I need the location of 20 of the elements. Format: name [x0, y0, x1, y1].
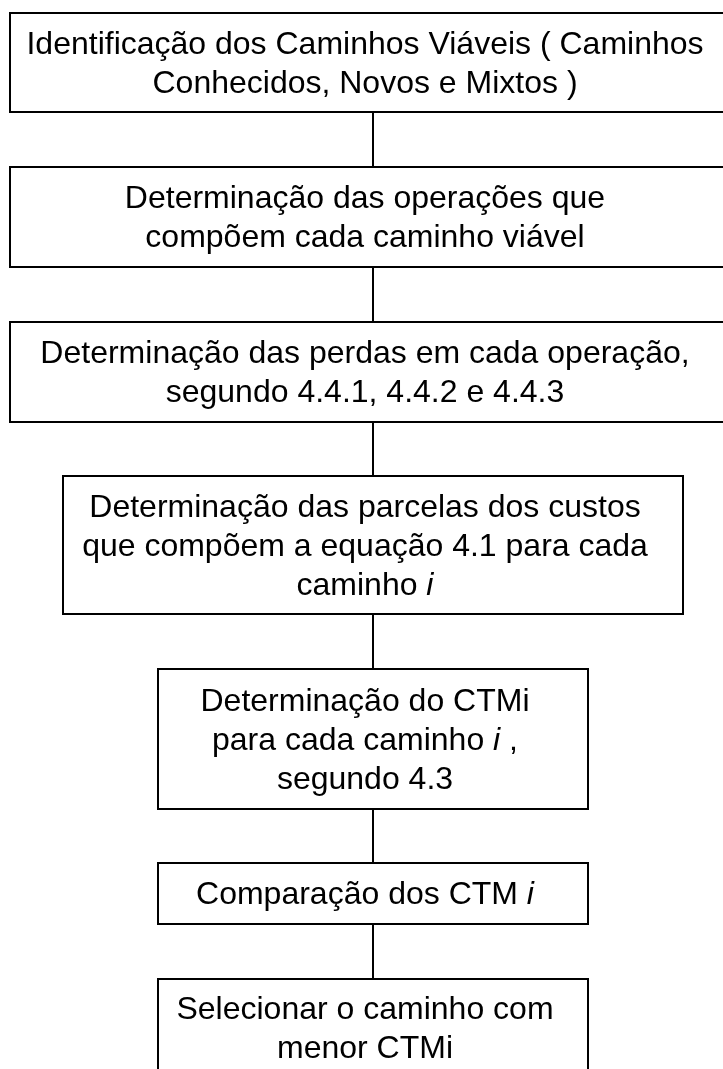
box-label: Determinação das perdas em cada operação, segundo 4.4.1, 4.4.2 e 4.4.3 [39, 333, 691, 411]
process-box [157, 978, 589, 1069]
connector-line [372, 421, 374, 477]
box-label: Identificação dos Caminhos Viáveis ( Caminhos Conhecidos, Novos e Mixtos ) [25, 23, 705, 102]
box-label: Determinação das operações que compõem cada caminho viável [123, 178, 607, 256]
box-label: Determinação do CTMi para cada caminho i , segundo 4.3 [199, 680, 531, 798]
connector-line [372, 613, 374, 670]
process-box [157, 862, 589, 925]
connector-line [372, 923, 374, 980]
box-label: Determinação das parcelas dos custos que compõem a equação 4.1 para cada caminho i [81, 486, 649, 604]
connector-line [372, 808, 374, 864]
box-label: Selecionar o caminho com menor CTMi [175, 989, 555, 1067]
process-box [9, 166, 723, 268]
process-box [9, 12, 723, 113]
process-box [62, 475, 684, 615]
process-box [157, 668, 589, 810]
box-label: Comparação dos CTM i [196, 874, 534, 913]
connector-line [372, 111, 374, 168]
process-box [9, 321, 723, 423]
connector-line [372, 266, 374, 323]
